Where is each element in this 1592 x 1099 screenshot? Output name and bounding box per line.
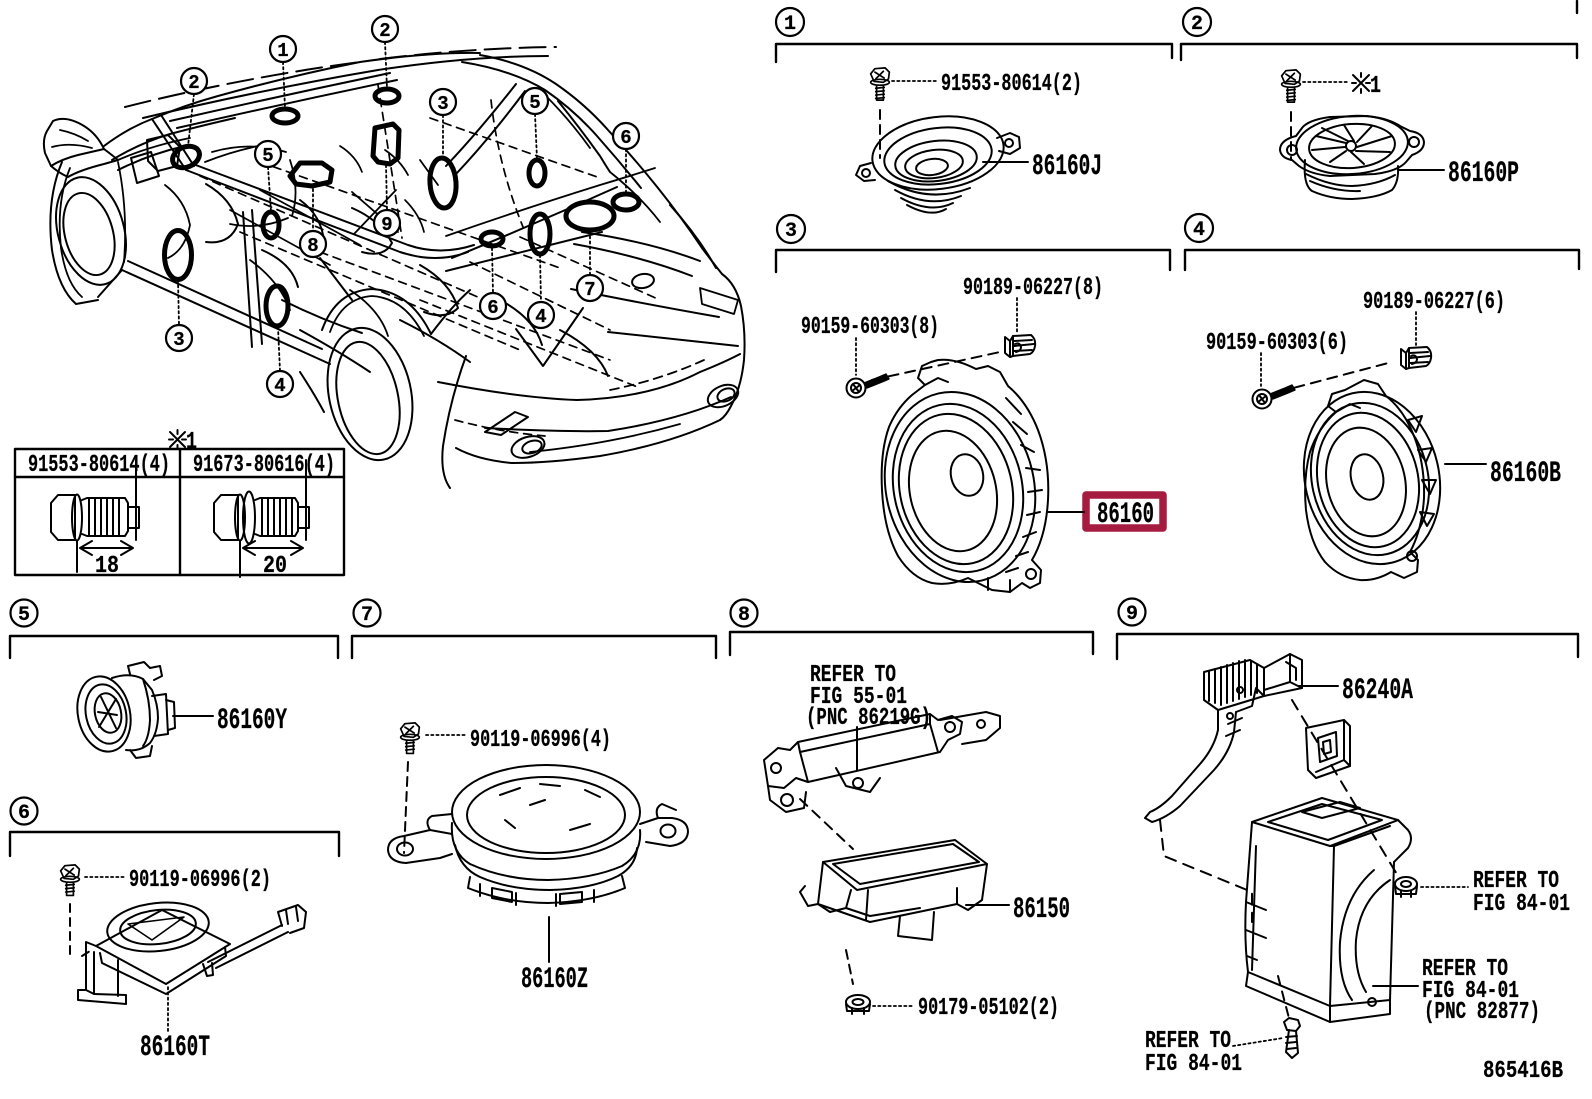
svg-text:4: 4 <box>535 306 546 328</box>
svg-text:2: 2 <box>1191 13 1203 36</box>
svg-text:90189-06227(8): 90189-06227(8) <box>963 275 1103 302</box>
svg-text:6: 6 <box>620 127 631 149</box>
svg-text:3: 3 <box>173 329 184 351</box>
svg-text:86150: 86150 <box>1013 893 1070 927</box>
svg-text:FIG 84-01: FIG 84-01 <box>1422 978 1519 1005</box>
svg-text:90179-05102(2): 90179-05102(2) <box>918 995 1059 1022</box>
svg-text:91553-80614(2): 91553-80614(2) <box>941 71 1082 98</box>
svg-text:86240A: 86240A <box>1342 674 1413 708</box>
svg-text:9: 9 <box>381 214 392 236</box>
svg-text:18: 18 <box>95 553 119 580</box>
svg-text:91553-80614(4): 91553-80614(4) <box>28 452 170 479</box>
svg-text:REFER TO: REFER TO <box>1422 956 1508 983</box>
svg-text:6: 6 <box>487 297 498 319</box>
svg-text:2: 2 <box>188 72 199 94</box>
svg-text:FIG 84-01: FIG 84-01 <box>1473 891 1570 918</box>
svg-text:90189-06227(6): 90189-06227(6) <box>1363 289 1505 316</box>
svg-text:86160Y: 86160Y <box>217 704 287 738</box>
svg-text:5: 5 <box>529 92 540 114</box>
svg-text:91673-80616(4): 91673-80616(4) <box>193 452 335 479</box>
svg-text:5: 5 <box>262 145 273 167</box>
svg-text:86160P: 86160P <box>1448 157 1519 191</box>
svg-text:7: 7 <box>361 604 373 627</box>
svg-text:FIG 55-01: FIG 55-01 <box>810 684 907 711</box>
svg-text:3: 3 <box>785 220 797 243</box>
svg-text:FIG 84-01: FIG 84-01 <box>1145 1051 1242 1078</box>
svg-text:865416B: 865416B <box>1483 1058 1563 1085</box>
svg-text:90119-06996(2): 90119-06996(2) <box>129 867 271 894</box>
svg-text:86160J: 86160J <box>1032 150 1102 184</box>
svg-text:4: 4 <box>274 375 285 397</box>
svg-text:1: 1 <box>186 429 197 456</box>
svg-text:REFER TO: REFER TO <box>1145 1028 1231 1055</box>
svg-text:7: 7 <box>584 279 595 301</box>
svg-text:20: 20 <box>263 553 287 580</box>
svg-text:REFER TO: REFER TO <box>1473 868 1559 895</box>
svg-text:86160: 86160 <box>1097 498 1154 532</box>
svg-text:9: 9 <box>1126 603 1138 626</box>
svg-text:REFER TO: REFER TO <box>810 662 896 689</box>
svg-text:90159-60303(8): 90159-60303(8) <box>801 314 939 341</box>
svg-text:1: 1 <box>277 40 288 62</box>
svg-text:8: 8 <box>738 604 750 627</box>
svg-text:3: 3 <box>437 93 448 115</box>
svg-text:1: 1 <box>1370 73 1381 100</box>
svg-text:4: 4 <box>1193 219 1205 242</box>
svg-text:86160B: 86160B <box>1490 457 1561 491</box>
svg-text:90159-60303(6): 90159-60303(6) <box>1206 330 1348 357</box>
svg-text:2: 2 <box>379 20 390 42</box>
svg-text:6: 6 <box>18 802 30 825</box>
svg-text:86160Z: 86160Z <box>521 963 588 997</box>
svg-text:5: 5 <box>18 604 30 627</box>
svg-text:8: 8 <box>307 235 318 257</box>
svg-text:(PNC 82877): (PNC 82877) <box>1424 999 1540 1026</box>
svg-text:86160T: 86160T <box>140 1031 210 1065</box>
svg-text:90119-06996(4): 90119-06996(4) <box>470 727 611 754</box>
svg-text:1: 1 <box>784 13 796 36</box>
